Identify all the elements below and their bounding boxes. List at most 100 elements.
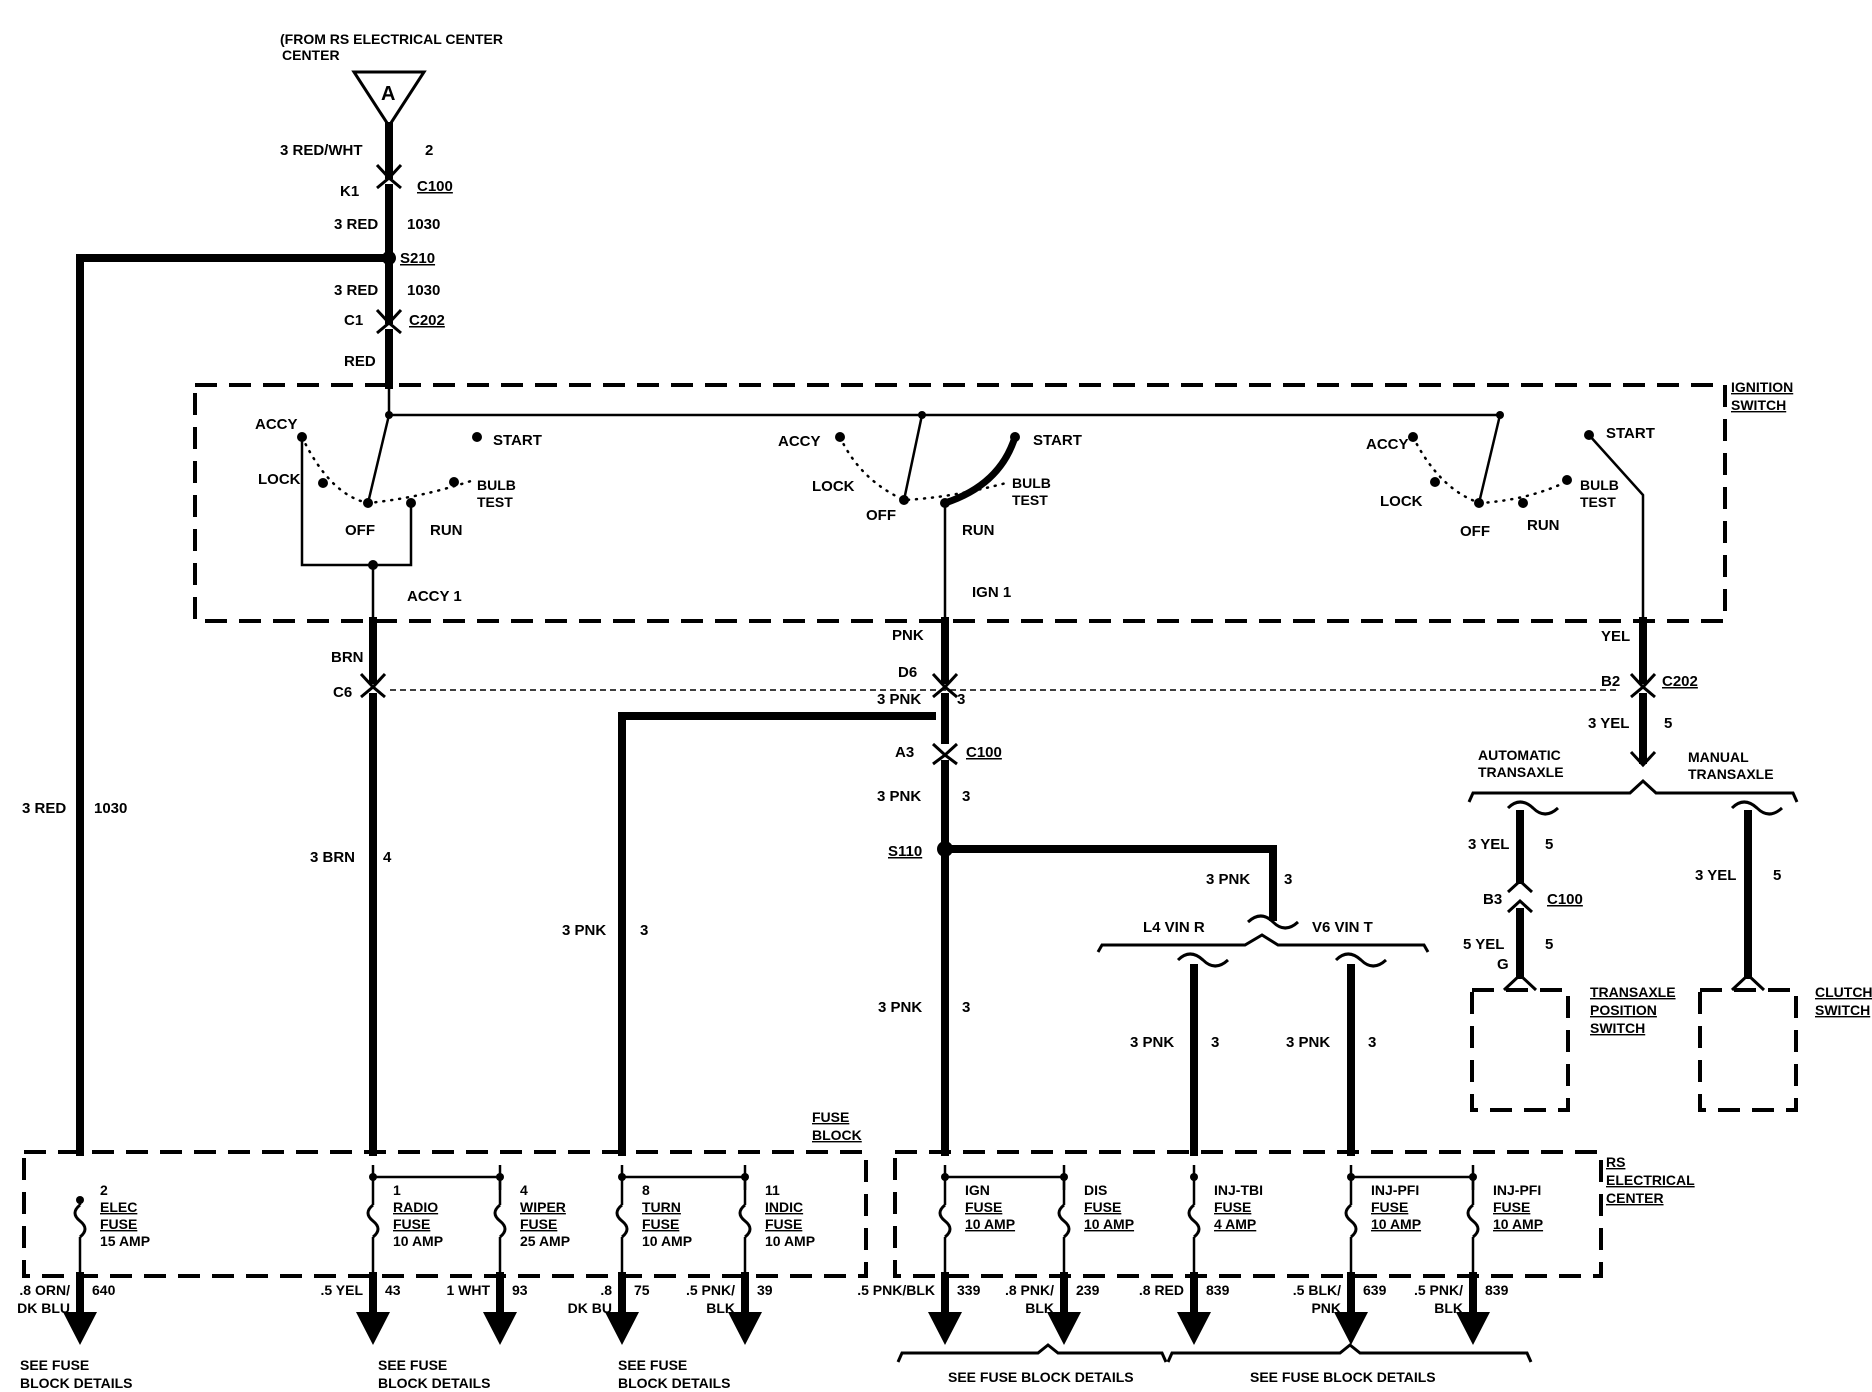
svg-text:3: 3 <box>1368 1034 1376 1051</box>
pnk-wire <box>931 617 959 1156</box>
ignition-switch-label: SWITCH <box>1731 397 1786 413</box>
svg-text:POSITION: POSITION <box>1590 1002 1657 1018</box>
fuse-3-text: 25 AMP <box>520 1233 570 1249</box>
svg-text:3 PNK: 3 PNK <box>878 999 922 1016</box>
c100-label-top: C100 <box>417 178 453 195</box>
svg-text:RUN: RUN <box>430 522 463 539</box>
svg-text:RS: RS <box>1606 1154 1625 1170</box>
fuse-10-text: FUSE <box>1493 1199 1530 1215</box>
svg-text:SEE FUSE: SEE FUSE <box>20 1357 89 1373</box>
svg-text:3: 3 <box>962 788 970 805</box>
svg-text:5: 5 <box>1773 867 1781 884</box>
svg-text:D6: D6 <box>898 664 917 681</box>
svg-text:PNK: PNK <box>892 627 924 644</box>
fuse-5-text: INDIC <box>765 1199 803 1215</box>
svg-text:5: 5 <box>1664 715 1672 732</box>
fuse-2-text: 1 <box>393 1182 401 1198</box>
manual-transaxle-label: TRANSAXLE <box>1688 766 1774 782</box>
fuse-5-text: 10 AMP <box>765 1233 815 1249</box>
svg-text:RUN: RUN <box>1527 517 1560 534</box>
svg-text:3 YEL: 3 YEL <box>1468 836 1509 853</box>
brn-gauge: 3 BRN <box>310 849 355 866</box>
w2-circuit: 1030 <box>407 216 440 233</box>
k1-label: K1 <box>340 183 359 200</box>
svg-text:ACCY 1: ACCY 1 <box>407 588 462 605</box>
clutch-label: SWITCH <box>1815 1002 1870 1018</box>
output-5-circuit: 39 <box>757 1282 773 1298</box>
svg-text:MANUAL: MANUAL <box>1688 749 1749 765</box>
tps-label: SWITCH <box>1590 1020 1645 1036</box>
brn-wire <box>359 617 387 1156</box>
fuse-2-text: RADIO <box>393 1199 438 1215</box>
switch-section-2: ACCY LOCK OFF RUN START BULB TEST IGN 1 <box>778 414 1082 621</box>
fuse-1-text: FUSE <box>100 1216 137 1232</box>
output-9-circuit: 639 <box>1363 1282 1387 1298</box>
svg-text:START: START <box>1033 432 1082 449</box>
svg-text:DK BLU: DK BLU <box>17 1300 70 1316</box>
output-10-gauge: .5 PNK/ <box>1414 1282 1463 1298</box>
fuse-block-box <box>22 1150 868 1278</box>
svg-text:3: 3 <box>1284 871 1292 888</box>
w2-gauge: 3 RED <box>334 216 378 233</box>
svg-text:ELECTRICAL: ELECTRICAL <box>1606 1172 1695 1188</box>
svg-text:PNK: PNK <box>1311 1300 1341 1316</box>
svg-text:CLUTCH: CLUTCH <box>1815 984 1872 1000</box>
svg-text:OFF: OFF <box>866 507 896 524</box>
fuse-5-text: FUSE <box>765 1216 802 1232</box>
fuse-block-label: BLOCK <box>812 1127 862 1143</box>
output-1-gauge: .8 ORN/ <box>19 1282 70 1298</box>
output-7-circuit: 239 <box>1076 1282 1100 1298</box>
fuse-6-text: FUSE <box>965 1199 1002 1215</box>
svg-text:A: A <box>381 83 395 105</box>
svg-text:(FROM RS ELECTRICAL CENTER: (FROM RS ELECTRICAL CENTER <box>280 31 503 47</box>
svg-text:BLK: BLK <box>1025 1300 1054 1316</box>
svg-text:IGN 1: IGN 1 <box>972 584 1011 601</box>
svg-text:ACCY: ACCY <box>255 416 298 433</box>
svg-text:3: 3 <box>1211 1034 1219 1051</box>
output-1-circuit: 640 <box>92 1282 116 1298</box>
rs-center-label: CENTER <box>1606 1190 1664 1206</box>
svg-text:BLK: BLK <box>1434 1300 1463 1316</box>
fuse-2-text: 10 AMP <box>393 1233 443 1249</box>
fuse-7-text: FUSE <box>1084 1199 1121 1215</box>
left-gauge: 3 RED <box>22 800 66 817</box>
svg-text:3 PNK: 3 PNK <box>877 788 921 805</box>
fuse-9-text: 10 AMP <box>1371 1216 1421 1232</box>
svg-text:FUSE: FUSE <box>812 1109 849 1125</box>
see-fuse-2: BLOCK DETAILS <box>378 1375 491 1391</box>
svg-text:3 PNK: 3 PNK <box>877 691 921 708</box>
c1-label: C1 <box>344 312 363 329</box>
svg-text:3: 3 <box>957 691 965 708</box>
output-5-gauge: .5 PNK/ <box>686 1282 735 1298</box>
svg-text:LOCK: LOCK <box>1380 493 1423 510</box>
l4-label: L4 VIN R <box>1143 919 1205 936</box>
brn-circuit: 4 <box>383 849 392 866</box>
fuse-1-text: 15 AMP <box>100 1233 150 1249</box>
svg-text:B2: B2 <box>1601 673 1620 690</box>
w1-circuit: 2 <box>425 142 433 159</box>
svg-text:YEL: YEL <box>1601 628 1630 645</box>
inj-feed-wire <box>941 845 1430 1156</box>
output-2-gauge: .5 YEL <box>320 1282 363 1298</box>
fuse-6-text: IGN <box>965 1182 990 1198</box>
fuse-4-text: TURN <box>642 1199 681 1215</box>
fuse-1-text: ELEC <box>100 1199 137 1215</box>
svg-text:3: 3 <box>640 922 648 939</box>
svg-text:5 YEL: 5 YEL <box>1463 936 1504 953</box>
output-6-gauge: .5 PNK/BLK <box>857 1282 935 1298</box>
svg-text:DK BU: DK BU <box>568 1300 612 1316</box>
svg-text:AUTOMATIC: AUTOMATIC <box>1478 747 1561 763</box>
w3-gauge: 3 RED <box>334 282 378 299</box>
output-8-circuit: 839 <box>1206 1282 1230 1298</box>
svg-text:ACCY: ACCY <box>778 433 821 450</box>
see-fuse-4: SEE FUSE BLOCK DETAILS <box>948 1369 1134 1385</box>
s210-label: S210 <box>400 250 435 267</box>
output-4-gauge: .8 <box>600 1282 612 1298</box>
output-8-gauge: .8 RED <box>1139 1282 1184 1298</box>
switch-section-1: ACCY LOCK OFF RUN START BULB TEST ACCY 1 <box>255 414 542 621</box>
fuse-2-text: FUSE <box>393 1216 430 1232</box>
svg-text:5: 5 <box>1545 836 1553 853</box>
